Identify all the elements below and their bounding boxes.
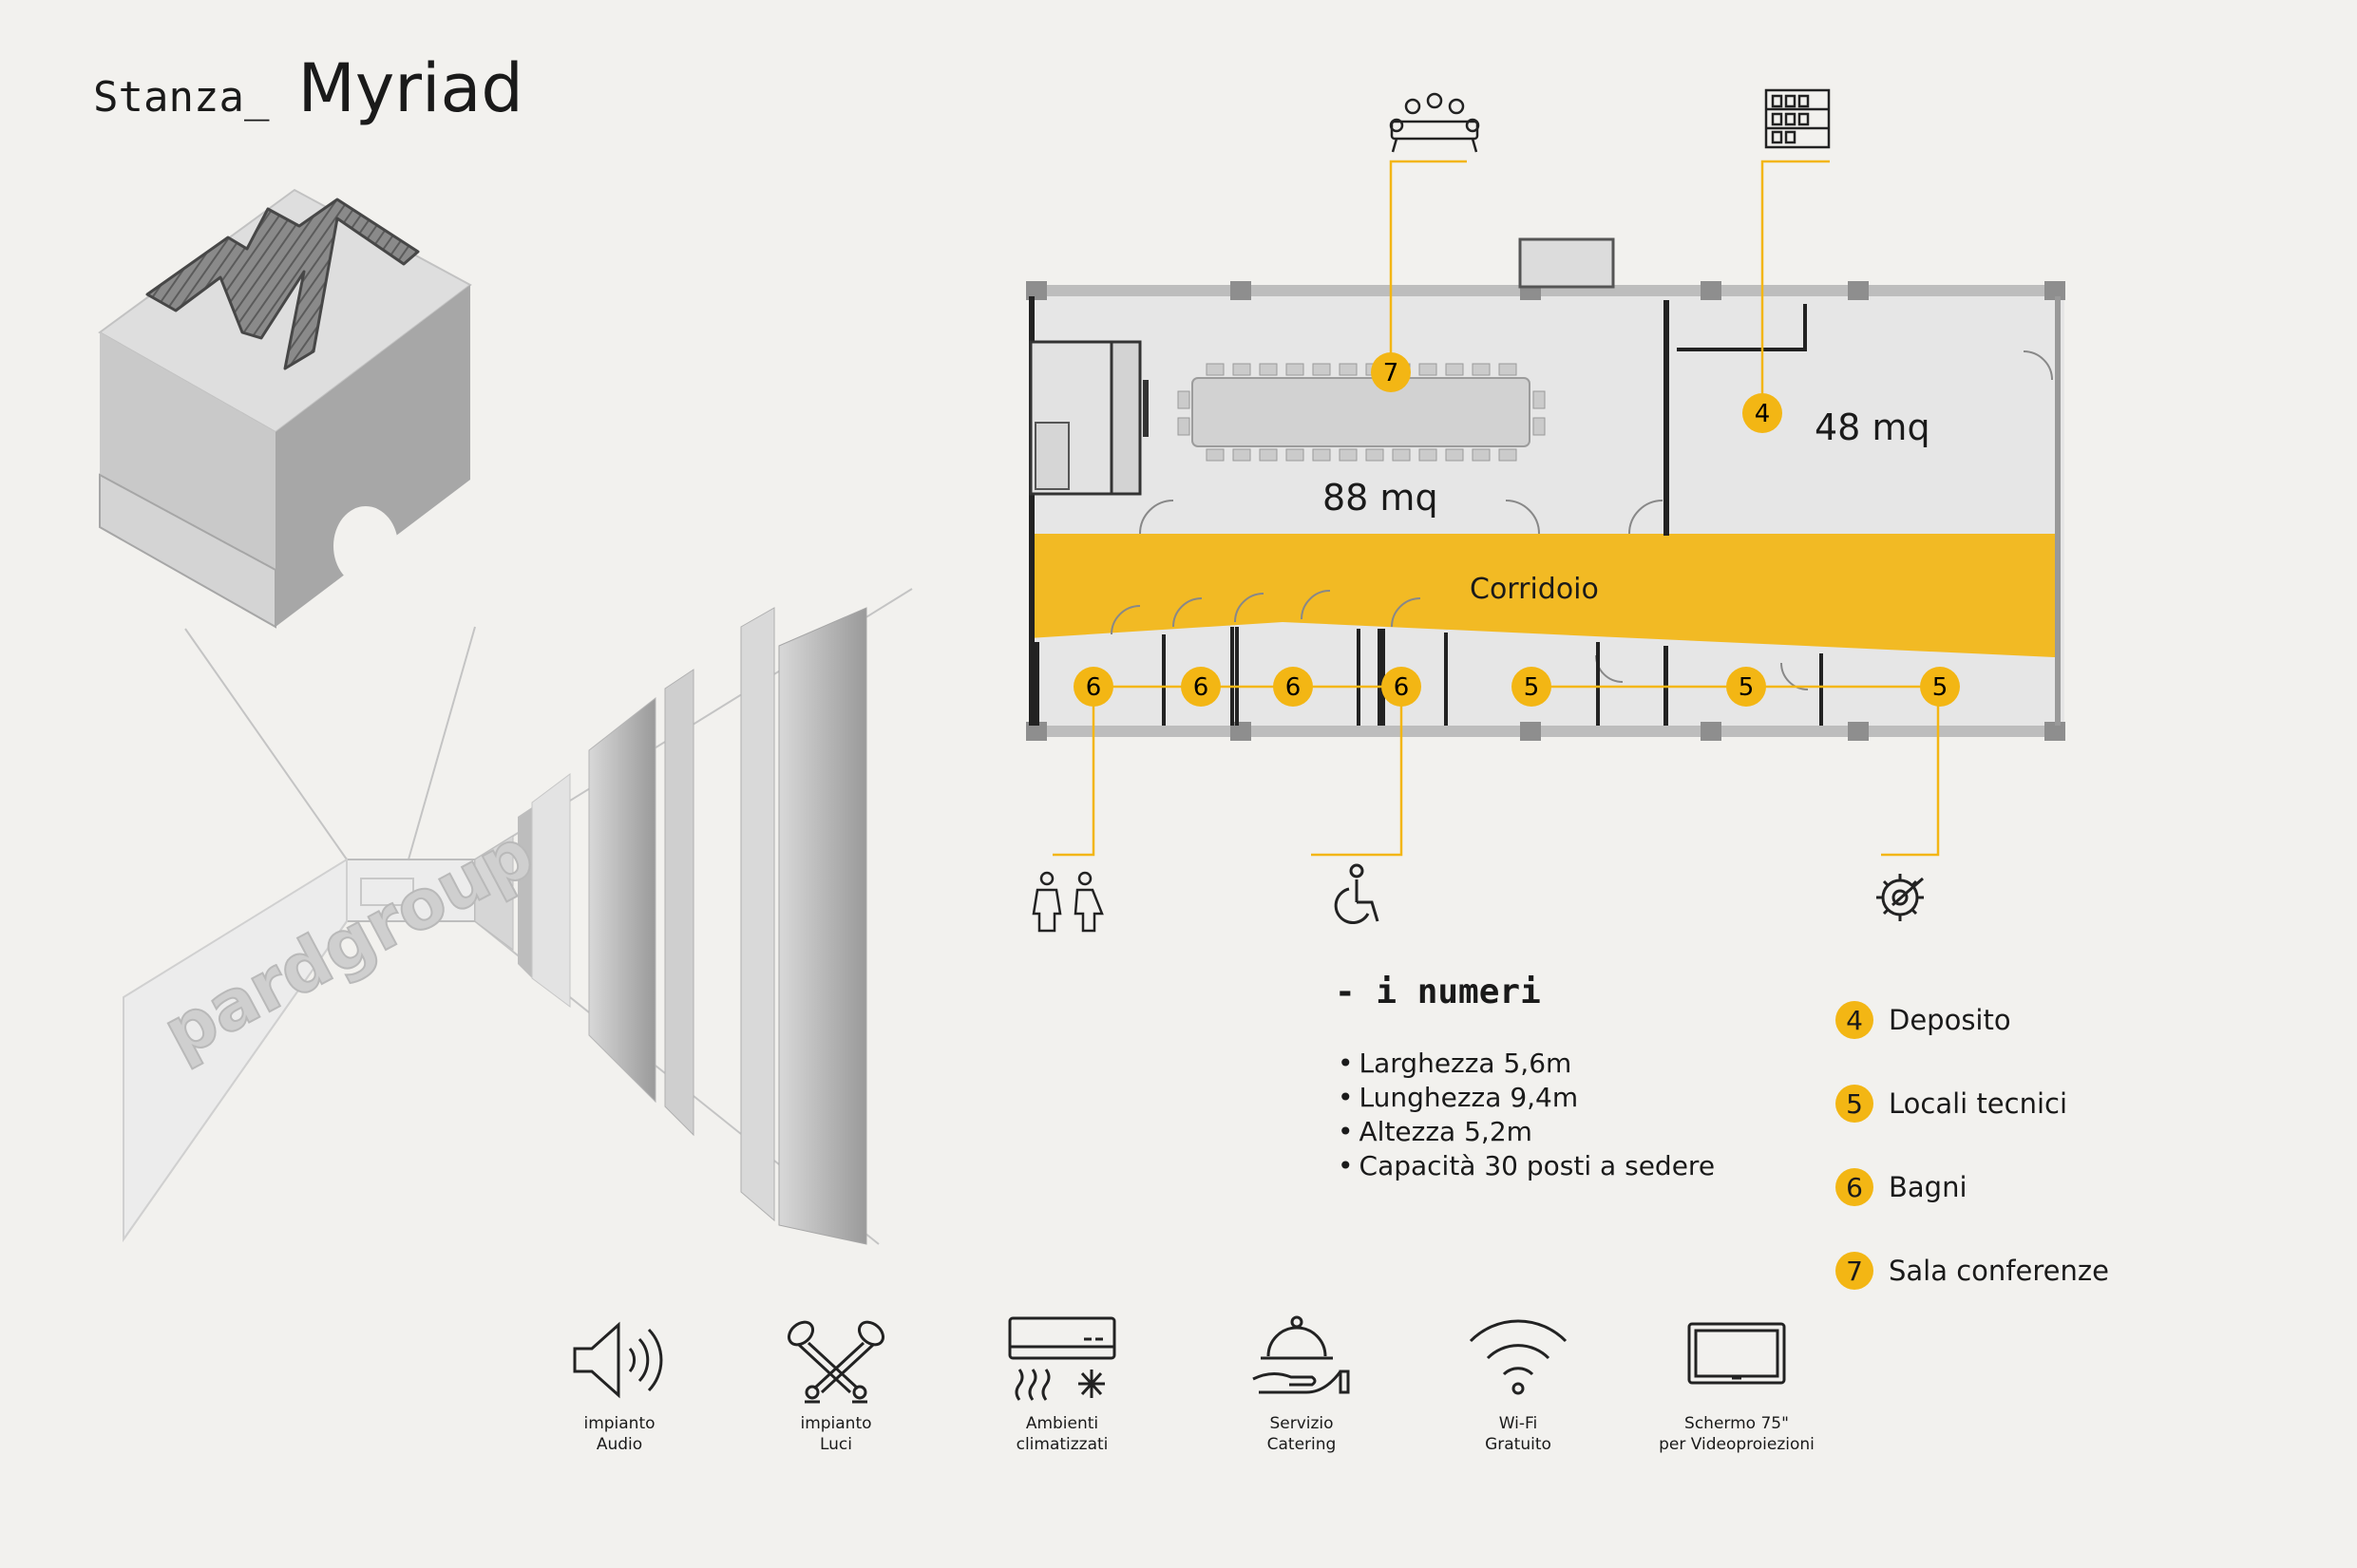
svg-text:5: 5 bbox=[1932, 673, 1948, 702]
amenity-line2: per Videoproiezioni bbox=[1659, 1435, 1815, 1454]
m-cube-icon bbox=[98, 188, 472, 629]
marker-6a: 6 bbox=[1074, 667, 1113, 707]
legend-badge: 7 bbox=[1835, 1252, 1873, 1290]
legend-label: Locali tecnici bbox=[1889, 1087, 2068, 1120]
area-conference: 88 mq bbox=[1322, 477, 1438, 519]
marker-5a: 5 bbox=[1511, 667, 1551, 707]
amenity-line2: Audio bbox=[596, 1435, 643, 1454]
conference-table-icon bbox=[1389, 92, 1480, 153]
shelving-icon bbox=[1764, 88, 1831, 149]
marker-7: 7 bbox=[1371, 352, 1411, 392]
legend-badge: 4 bbox=[1835, 1001, 1873, 1039]
amenity-line1: Wi-Fi bbox=[1498, 1414, 1538, 1433]
legend-label: Sala conferenze bbox=[1889, 1255, 2109, 1287]
numeri-item: Altezza 5,2m bbox=[1338, 1115, 1715, 1149]
legend-label: Bagni bbox=[1889, 1171, 1967, 1203]
svg-text:5: 5 bbox=[1739, 673, 1755, 702]
corridor-label: Corridoio bbox=[1470, 573, 1599, 606]
numeri-list: Larghezza 5,6m Lunghezza 9,4m Altezza 5,… bbox=[1338, 1047, 1716, 1183]
maintenance-gear-icon bbox=[1876, 874, 1924, 921]
legend-badge: 6 bbox=[1835, 1168, 1873, 1206]
wheelchair-icon bbox=[1334, 863, 1379, 924]
room-illustration: pardgroup bbox=[98, 188, 913, 1245]
legend-item: 6 Bagni bbox=[1835, 1145, 2109, 1229]
monitor-icon bbox=[1687, 1322, 1786, 1385]
amenity-line2: Gratuito bbox=[1485, 1435, 1551, 1454]
marker-4: 4 bbox=[1742, 393, 1782, 433]
amenity-screen: Schermo 75" per Videoproiezioni bbox=[1651, 1313, 1822, 1455]
svg-text:6: 6 bbox=[1394, 673, 1410, 702]
wifi-icon bbox=[1469, 1319, 1568, 1395]
legend-label: Deposito bbox=[1889, 1004, 2011, 1036]
legend-item: 4 Deposito bbox=[1835, 978, 2109, 1062]
marker-6c: 6 bbox=[1273, 667, 1313, 707]
legend: 4 Deposito 5 Locali tecnici 6 Bagni 7 Sa… bbox=[1835, 978, 2109, 1313]
area-deposito: 48 mq bbox=[1815, 406, 1930, 448]
plan-markers: 7 4 6 6 6 6 5 5 5 bbox=[1074, 352, 1960, 707]
marker-6d: 6 bbox=[1381, 667, 1421, 707]
speaker-icon bbox=[573, 1321, 663, 1399]
page-title: Stanza_ Myriad bbox=[93, 49, 523, 127]
restroom-icon bbox=[1032, 871, 1104, 933]
amenity-line2: climatizzati bbox=[1016, 1435, 1109, 1454]
amenity-ac: Ambienti climatizzati bbox=[977, 1313, 1148, 1455]
numeri-item: Capacità 30 posti a sedere bbox=[1338, 1149, 1716, 1183]
catering-cloche-icon bbox=[1252, 1315, 1350, 1394]
legend-badge: 5 bbox=[1835, 1085, 1873, 1123]
spotlights-icon bbox=[787, 1320, 885, 1404]
svg-text:6: 6 bbox=[1193, 673, 1209, 702]
amenity-line1: impianto bbox=[800, 1414, 872, 1433]
marker-5b: 5 bbox=[1726, 667, 1766, 707]
marker-6b: 6 bbox=[1181, 667, 1221, 707]
amenity-line2: Catering bbox=[1266, 1435, 1337, 1454]
amenity-line1: Ambienti bbox=[1025, 1414, 1099, 1433]
svg-text:4: 4 bbox=[1755, 400, 1771, 428]
svg-text:6: 6 bbox=[1285, 673, 1302, 702]
amenity-line2: Luci bbox=[819, 1435, 853, 1454]
title-prefix: Stanza_ bbox=[93, 73, 270, 122]
air-conditioner-icon bbox=[1008, 1316, 1116, 1401]
amenity-line1: impianto bbox=[583, 1414, 656, 1433]
numeri-title: - i numeri bbox=[1335, 973, 1541, 1011]
floor-plan: 7 4 6 6 6 6 5 5 5 bbox=[1026, 88, 2065, 933]
svg-text:7: 7 bbox=[1383, 359, 1399, 387]
svg-text:6: 6 bbox=[1086, 673, 1102, 702]
legend-item: 7 Sala conferenze bbox=[1835, 1229, 2109, 1313]
svg-text:5: 5 bbox=[1524, 673, 1540, 702]
legend-item: 5 Locali tecnici bbox=[1835, 1062, 2109, 1145]
room-name: Myriad bbox=[297, 49, 523, 127]
numeri-item: Larghezza 5,6m bbox=[1338, 1047, 1715, 1081]
amenity-line1: Servizio bbox=[1269, 1414, 1334, 1433]
amenity-line1: Schermo 75" bbox=[1684, 1414, 1789, 1433]
marker-5c: 5 bbox=[1920, 667, 1960, 707]
numeri-item: Lunghezza 9,4m bbox=[1338, 1081, 1715, 1115]
